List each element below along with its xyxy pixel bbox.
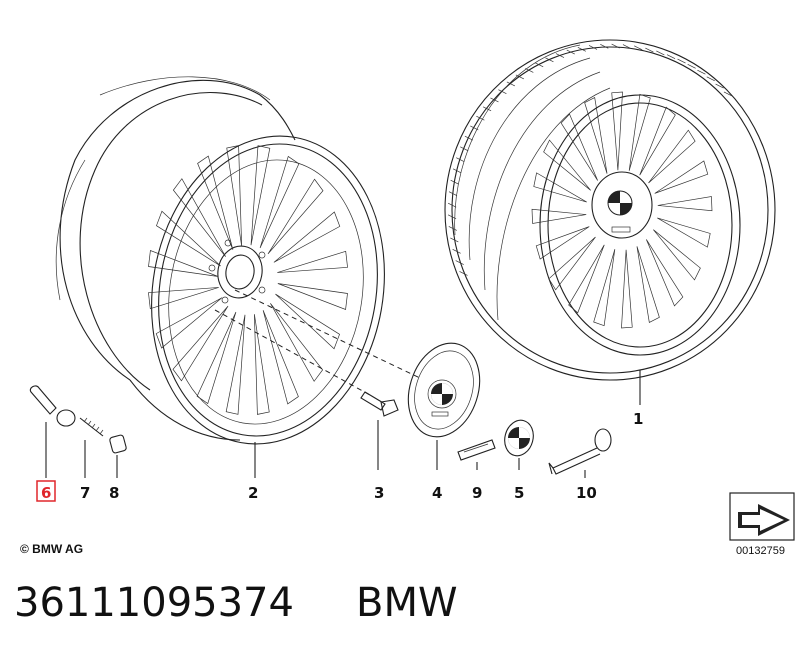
part-label-4[interactable]: 4	[432, 484, 442, 502]
part-label-3[interactable]: 3	[374, 484, 384, 502]
part-label-1[interactable]: 1	[633, 410, 643, 428]
part-label-6[interactable]: 6	[41, 484, 51, 502]
wheel-rim-drawing	[55, 76, 385, 445]
highlight-box-6	[36, 480, 56, 502]
emblem-badge-drawing	[504, 419, 534, 470]
emblem-strip-drawing	[457, 439, 496, 470]
valve-insert-drawing	[79, 417, 104, 478]
exploded-parts-diagram: 6 7 8 2 3 4 9 5 10 1 00132759 © BMW AG	[20, 39, 795, 557]
part-label-8[interactable]: 8	[109, 484, 119, 502]
drawing-number: 00132759	[736, 545, 785, 557]
part-label-9[interactable]: 9	[472, 484, 482, 502]
part-label-10[interactable]: 10	[576, 484, 597, 502]
tire-valve-drawing	[29, 385, 76, 478]
diagram-arrow-icon	[729, 492, 795, 541]
part-label-7[interactable]: 7	[80, 484, 90, 502]
footer: 36111095374 BMW	[0, 580, 799, 650]
brand-name: BMW	[356, 580, 458, 626]
complete-wheel-drawing	[444, 39, 776, 405]
removal-tool-drawing	[548, 428, 612, 478]
part-number: 36111095374	[14, 580, 294, 626]
hub-cap-drawing	[407, 342, 481, 470]
valve-cap-drawing	[109, 434, 127, 478]
part-label-2[interactable]: 2	[248, 484, 258, 502]
copyright-text: © BMW AG	[20, 542, 83, 556]
part-label-5[interactable]: 5	[514, 484, 524, 502]
wheel-bolt-drawing	[360, 391, 399, 470]
